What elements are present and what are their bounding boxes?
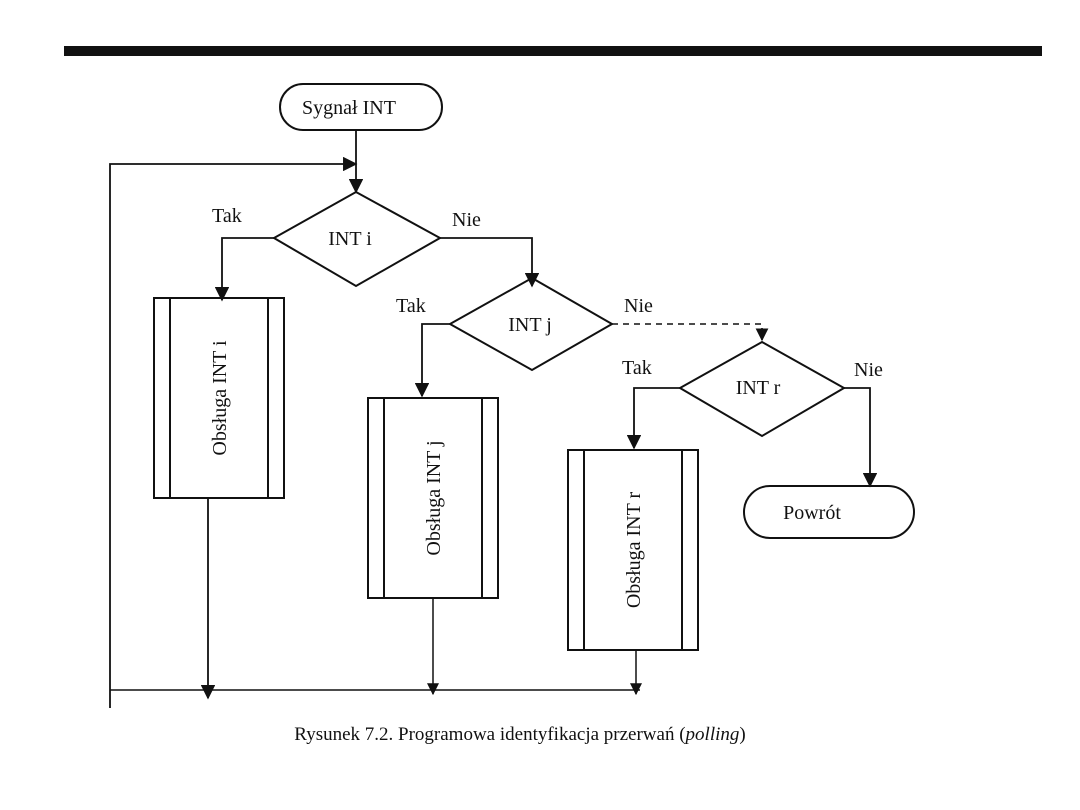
handler-int-r: Obsługa INT r bbox=[567, 449, 699, 651]
label-no-j: Nie bbox=[624, 295, 653, 317]
decision-int-r: INT r bbox=[677, 340, 847, 438]
label-no-i: Nie bbox=[452, 209, 481, 231]
edge-int-r-no bbox=[844, 387, 878, 488]
handler-int-j: Obsługa INT j bbox=[367, 397, 499, 599]
caption-emphasis: polling bbox=[685, 724, 740, 745]
start-terminal: Sygnał INT bbox=[279, 83, 443, 131]
handler-int-i: Obsługa INT i bbox=[153, 297, 285, 499]
label-yes-j: Tak bbox=[396, 295, 426, 317]
handler-int-r-label: Obsługa INT r bbox=[623, 492, 645, 609]
label-no-r: Nie bbox=[854, 359, 883, 381]
label-yes-r: Tak bbox=[622, 357, 652, 379]
decision-int-r-label: INT r bbox=[736, 377, 781, 399]
label-yes-i: Tak bbox=[212, 205, 242, 227]
edge-loop-return bbox=[109, 156, 358, 708]
edge-int-i-yes bbox=[214, 237, 274, 302]
start-label: Sygnał INT bbox=[302, 97, 396, 119]
edge-int-j-no-dashed bbox=[612, 323, 769, 342]
decision-int-i-label: INT i bbox=[328, 228, 372, 250]
top-rule bbox=[64, 46, 1042, 56]
figure-caption: Rysunek 7.2. Programowa identyfikacja pr… bbox=[0, 724, 1040, 746]
decision-int-j: INT j bbox=[447, 276, 615, 372]
caption-text: Rysunek 7.2. Programowa identyfikacja pr… bbox=[294, 724, 686, 745]
caption-close: ) bbox=[739, 724, 746, 745]
edge-int-r-yes bbox=[626, 387, 680, 450]
handler-int-i-label: Obsługa INT i bbox=[209, 340, 231, 456]
decision-int-i: INT i bbox=[271, 190, 443, 288]
edge-int-i-no bbox=[440, 237, 540, 288]
handler-int-j-label: Obsługa INT j bbox=[423, 440, 445, 555]
end-label: Powrót bbox=[783, 502, 841, 524]
decision-int-j-label: INT j bbox=[508, 314, 552, 336]
edge-int-j-yes bbox=[414, 323, 450, 398]
end-terminal: Powrót bbox=[743, 485, 915, 539]
